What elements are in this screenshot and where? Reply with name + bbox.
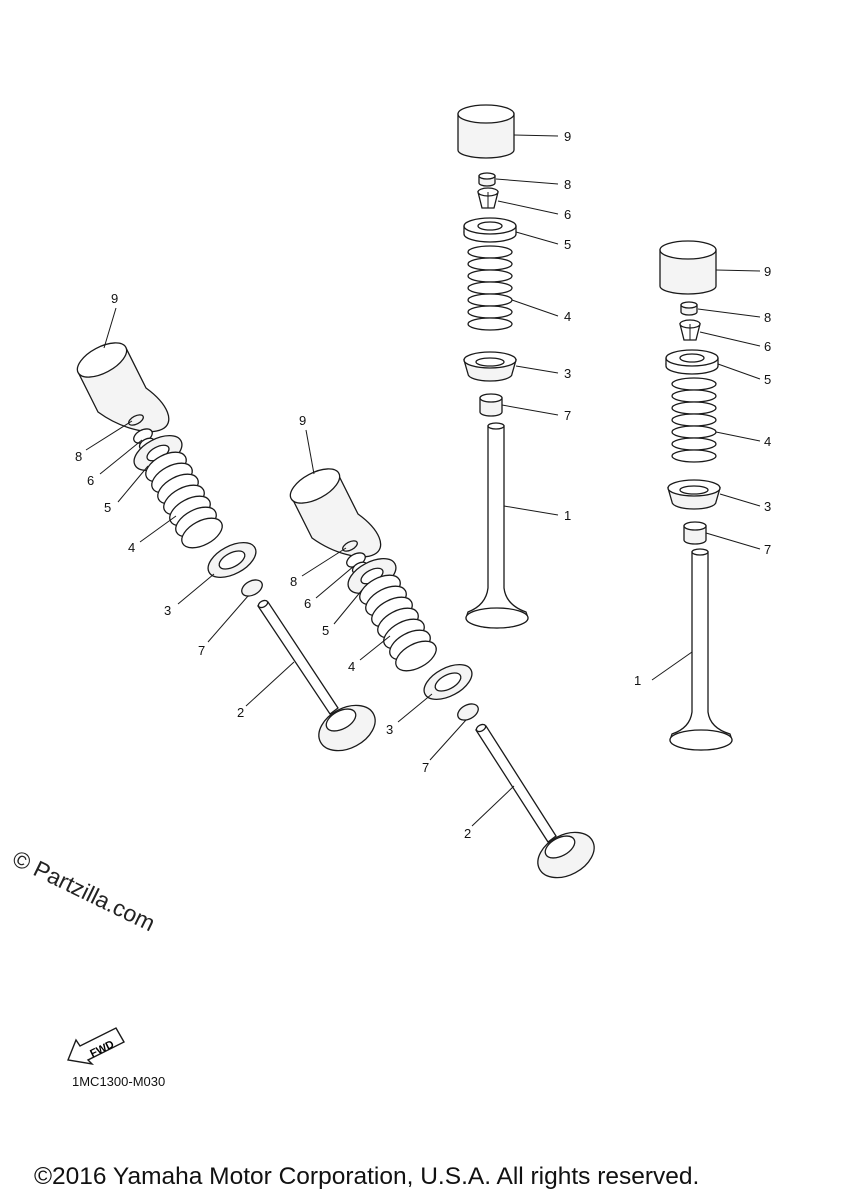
valve-cotter bbox=[679, 319, 701, 341]
callout-1: 1 bbox=[634, 673, 641, 688]
adjusting-pad bbox=[680, 301, 698, 316]
callout-2: 2 bbox=[464, 826, 471, 841]
valve-spring bbox=[671, 377, 717, 463]
callout-9: 9 bbox=[564, 129, 571, 144]
callout-6: 6 bbox=[87, 473, 94, 488]
valve-stem-seal bbox=[241, 579, 263, 597]
callout-7: 7 bbox=[564, 408, 571, 423]
callout-4: 4 bbox=[348, 659, 355, 674]
callout-7: 7 bbox=[422, 760, 429, 775]
callout-5: 5 bbox=[322, 623, 329, 638]
spring-seat bbox=[423, 663, 473, 701]
callout-4: 4 bbox=[128, 540, 135, 555]
valve-lifter bbox=[659, 240, 717, 295]
spring-retainer bbox=[665, 349, 719, 375]
valve-cotter bbox=[477, 187, 499, 209]
valve-stem-seal bbox=[683, 521, 707, 545]
valve-assembly-d bbox=[289, 429, 595, 879]
valve bbox=[669, 548, 733, 751]
spring-seat bbox=[667, 479, 721, 510]
callout-2: 2 bbox=[237, 705, 244, 720]
valve-spring bbox=[467, 245, 513, 331]
valve bbox=[465, 422, 529, 629]
valve bbox=[257, 599, 376, 752]
callout-3: 3 bbox=[764, 499, 771, 514]
spring-retainer bbox=[463, 217, 517, 243]
callout-3: 3 bbox=[564, 366, 571, 381]
callout-6: 6 bbox=[564, 207, 571, 222]
valve-assembly-b bbox=[651, 240, 761, 751]
callout-3: 3 bbox=[164, 603, 171, 618]
spring-seat bbox=[463, 351, 517, 382]
valve-lifter bbox=[76, 342, 170, 433]
callout-9: 9 bbox=[299, 413, 306, 428]
fwd-arrow-icon: FWD bbox=[67, 1027, 125, 1066]
spring-seat bbox=[207, 541, 257, 579]
callout-8: 8 bbox=[75, 449, 82, 464]
adjusting-pad bbox=[478, 172, 496, 187]
callout-8: 8 bbox=[764, 310, 771, 325]
valve-lifter bbox=[289, 468, 382, 558]
reference-code: 1MC1300-M030 bbox=[72, 1074, 166, 1089]
valve-assembly-a bbox=[457, 104, 559, 629]
callout-6: 6 bbox=[764, 339, 771, 354]
callout-9: 9 bbox=[764, 264, 771, 279]
valve-spring bbox=[359, 574, 437, 672]
callout-8: 8 bbox=[564, 177, 571, 192]
callout-6: 6 bbox=[304, 596, 311, 611]
callout-4: 4 bbox=[764, 434, 771, 449]
callout-8: 8 bbox=[290, 574, 297, 589]
valve-lifter bbox=[457, 104, 515, 159]
callout-9: 9 bbox=[111, 291, 118, 306]
forward-direction-indicator: FWD bbox=[66, 1022, 128, 1066]
callout-5: 5 bbox=[564, 237, 571, 252]
callout-3: 3 bbox=[386, 722, 393, 737]
callout-7: 7 bbox=[764, 542, 771, 557]
callout-5: 5 bbox=[104, 500, 111, 515]
valve-stem-seal bbox=[479, 393, 503, 417]
copyright-notice: ©2016 Yamaha Motor Corporation, U.S.A. A… bbox=[34, 1163, 700, 1190]
callout-4: 4 bbox=[564, 309, 571, 324]
callout-1: 1 bbox=[564, 508, 571, 523]
valve bbox=[475, 723, 595, 879]
adjusting-pad bbox=[128, 414, 144, 426]
valve-assembly-c bbox=[76, 307, 376, 752]
callout-5: 5 bbox=[764, 372, 771, 387]
valve-spring bbox=[145, 451, 223, 549]
valve-stem-seal bbox=[457, 703, 479, 721]
callout-7: 7 bbox=[198, 643, 205, 658]
